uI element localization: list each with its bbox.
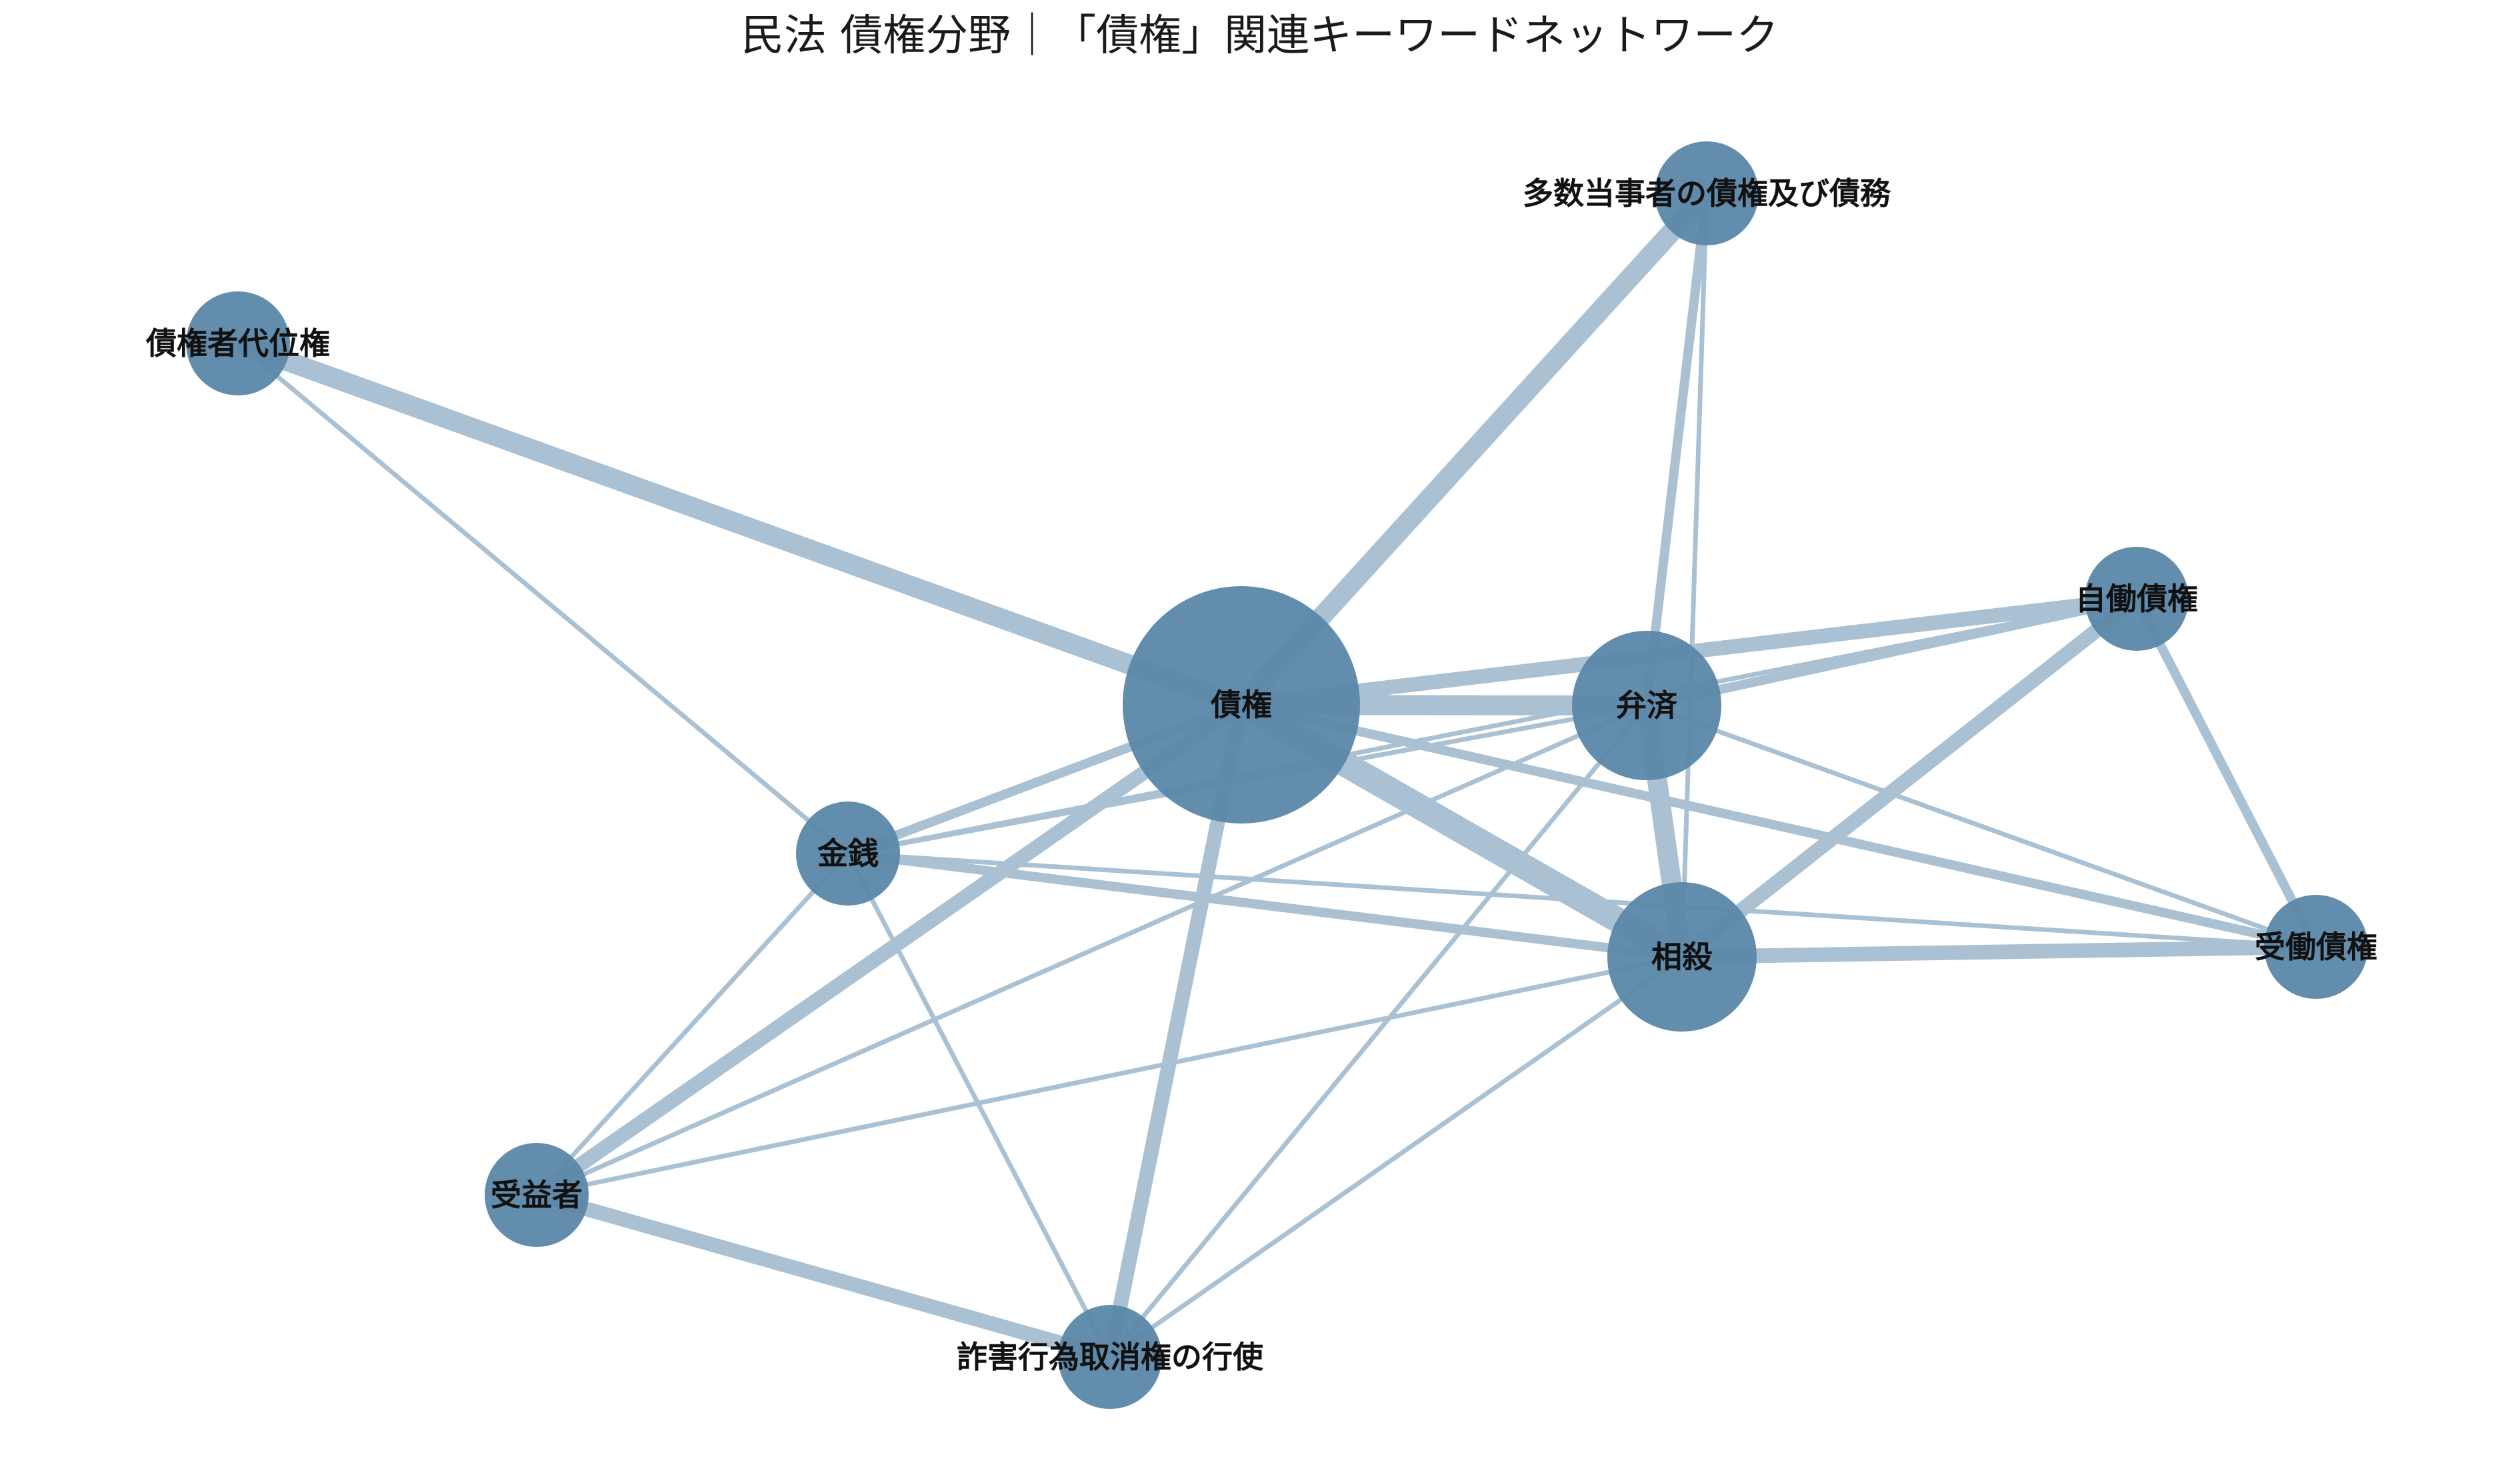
node-label-sagai: 詐害行為取消権の行使	[957, 1339, 1264, 1375]
node-label-jido: 自働債権	[2075, 581, 2198, 617]
edge-bensai-judo	[1645, 703, 2317, 950]
node-label-kinsen: 金銭	[817, 836, 879, 872]
node-label-bensai: 弁済	[1616, 687, 1678, 723]
node-label-juekisha: 受益者	[491, 1177, 583, 1213]
edge-kinsen-sagai	[845, 852, 1113, 1358]
edge-kinsen-juekisha	[535, 852, 850, 1197]
edge-tasu-sosai	[1679, 193, 1709, 958]
node-label-saiken: 債権	[1210, 687, 1272, 723]
edge-jido-judo	[2132, 596, 2321, 950]
node-label-daii: 債権者代位権	[145, 325, 330, 361]
edge-juekisha-sagai	[535, 1188, 1112, 1364]
node-label-judo: 受働債権	[2255, 929, 2377, 965]
node-tasu[interactable]	[1655, 141, 1759, 245]
edge-sosai-juekisha	[536, 954, 1683, 1198]
edge-tasu-bensai	[1642, 193, 1711, 706]
node-layer	[186, 141, 2368, 1409]
diagram-title: 民法 債権分野｜「債権」関連キーワードネットワーク	[741, 11, 1779, 61]
node-judo[interactable]	[2264, 895, 2368, 999]
node-sosai[interactable]	[1607, 882, 1757, 1032]
edge-sosai-jido	[1677, 593, 2141, 963]
node-label-tasu: 多数当事者の債権及び債務	[1523, 175, 1891, 211]
edge-kinsen-judo	[847, 851, 2317, 950]
node-label-sosai: 相殺	[1651, 939, 1713, 975]
edge-saiken-juekisha	[532, 698, 1246, 1202]
edge-bensai-juekisha	[535, 703, 1648, 1198]
node-daii[interactable]	[186, 291, 290, 395]
node-kinsen[interactable]	[796, 802, 900, 906]
edge-saiken-daii	[234, 333, 1245, 715]
node-bensai[interactable]	[1572, 631, 1721, 780]
node-saiken[interactable]	[1123, 586, 1360, 824]
edge-bensai-sagai	[1108, 703, 1649, 1359]
edge-sosai-kinsen	[847, 849, 1683, 962]
edge-sosai-judo	[1681, 940, 2317, 964]
node-juekisha[interactable]	[485, 1143, 589, 1247]
node-sagai[interactable]	[1058, 1305, 1162, 1409]
edge-sosai-sagai	[1108, 955, 1684, 1359]
edge-jido-kinsen	[847, 596, 2137, 856]
edge-daii-kinsen	[236, 341, 850, 856]
node-jido[interactable]	[2085, 547, 2189, 651]
